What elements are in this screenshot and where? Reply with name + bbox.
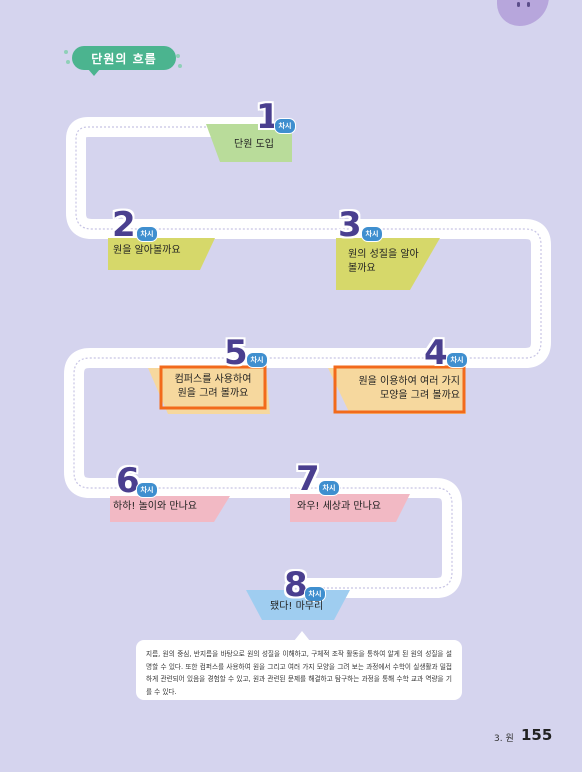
card-5-shape	[148, 368, 270, 414]
step-1-label: 단원 도입	[234, 139, 274, 150]
step-4-label-line2: 모양을 그려 볼까요	[380, 390, 460, 401]
decor-dot	[66, 60, 70, 64]
highlight-box-4	[333, 365, 466, 414]
step-5-label: 컴퍼스를 사용하여 원을 그려 볼까요	[165, 373, 261, 401]
card-7-shape	[290, 494, 410, 522]
card-6-shape	[110, 496, 230, 522]
step-2-label: 원을 알아볼까요	[113, 245, 181, 256]
step-4-label: 원을 이용하여 여러 가지 모양을 그려 볼까요	[339, 375, 460, 403]
step-3-label-line2: 볼까요	[348, 263, 376, 274]
step-5-number: 5	[224, 333, 248, 373]
step-1-number: 1	[256, 97, 280, 137]
step-4-chasi-badge: 차시	[446, 352, 468, 368]
card-3-shape	[336, 238, 440, 290]
step-5-label-line1: 컴퍼스를 사용하여	[174, 374, 252, 385]
step-4-number: 4	[424, 333, 448, 373]
unit-description: 지름, 원의 중심, 반지름을 바탕으로 원의 성질을 이해하고, 구체적 조작…	[136, 631, 462, 700]
step-3-label: 원의 성질을 알아 볼까요	[348, 248, 419, 276]
card-2-shape	[108, 238, 215, 270]
decor-dot	[176, 54, 180, 58]
step-2-number: 2	[112, 205, 136, 245]
step-6-chasi-badge: 차시	[136, 482, 158, 498]
step-8-number: 8	[284, 565, 308, 605]
blob-eye-right	[527, 2, 530, 7]
step-6-label: 하하! 놀이와 만나요	[113, 501, 197, 512]
step-3-number: 3	[338, 205, 362, 245]
step-1-chasi-badge: 차시	[274, 118, 296, 134]
decor-dot	[64, 50, 68, 54]
step-2-chasi-badge: 차시	[136, 226, 158, 242]
step-5-chasi-badge: 차시	[246, 352, 268, 368]
step-3-label-line1: 원의 성질을 알아	[348, 249, 419, 260]
step-7-label: 와우! 세상과 만나요	[297, 501, 381, 512]
step-8-chasi-badge: 차시	[304, 586, 326, 602]
highlight-box-5	[159, 365, 267, 410]
footer-section-label: 3. 원	[494, 734, 514, 744]
decor-dot	[178, 64, 182, 68]
step-7-number: 7	[296, 459, 320, 499]
step-3-chasi-badge: 차시	[361, 226, 383, 242]
step-6-number: 6	[116, 461, 140, 501]
step-5-label-line2: 원을 그려 볼까요	[177, 388, 249, 399]
page-number: 155	[521, 726, 553, 744]
card-1-shape	[206, 124, 292, 162]
step-8-label: 됐다! 마무리	[270, 601, 324, 612]
step-7-chasi-badge: 차시	[318, 480, 340, 496]
blob-eye-left	[517, 2, 520, 7]
flow-title-tag: 단원의 흐름	[72, 46, 176, 76]
card-4-shape	[328, 368, 466, 414]
step-4-label-line1: 원을 이용하여 여러 가지	[358, 376, 460, 387]
